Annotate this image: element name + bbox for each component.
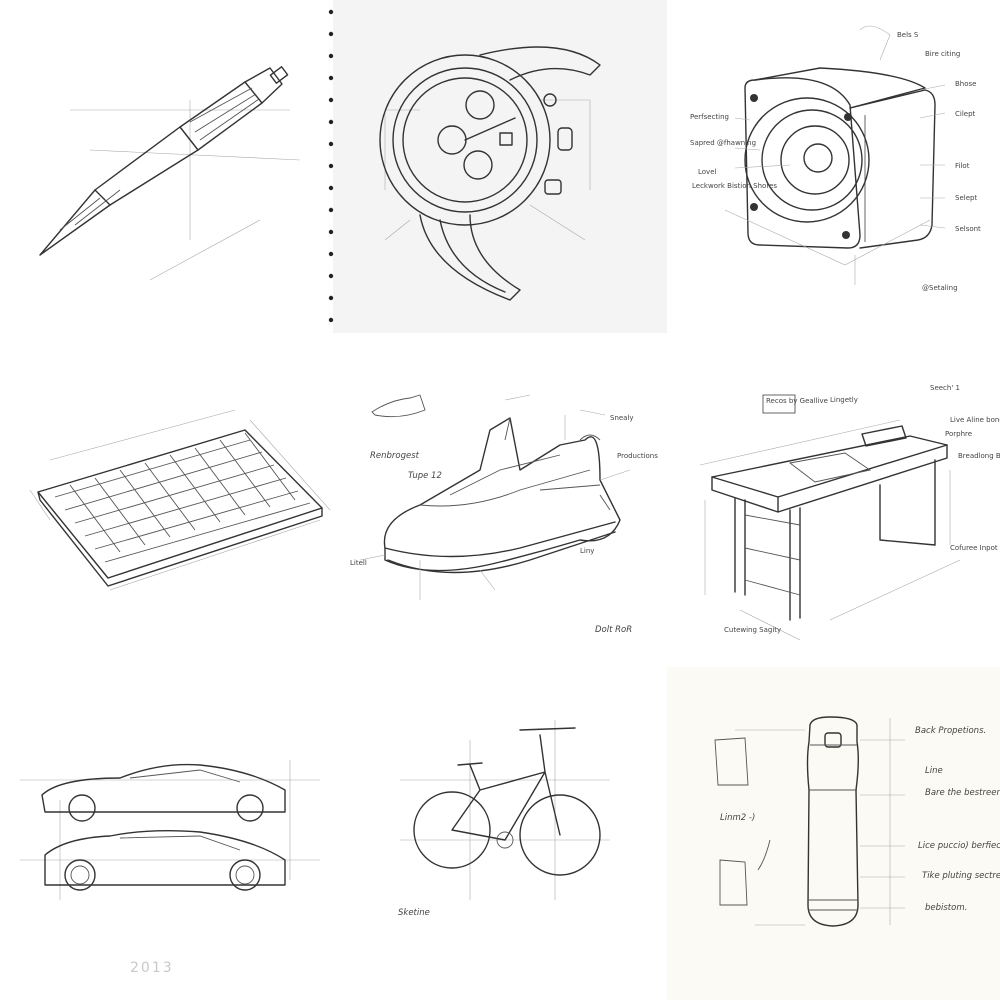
desk-label: Recos by Geallive	[766, 397, 828, 405]
speaker-label: Bels S	[897, 31, 919, 39]
sneaker-label: Productions	[617, 452, 658, 460]
desk-label: Seech' 1	[930, 384, 960, 392]
watch-sketch	[379, 46, 601, 301]
speaker-label: Selsont	[955, 225, 981, 233]
watch-paper	[333, 0, 667, 333]
signature: Sketine	[398, 908, 430, 918]
sneaker-label: Liny	[580, 547, 594, 555]
speaker-label: Lovel	[698, 168, 717, 176]
bottle-label: Linm2 -)	[720, 813, 755, 823]
bottle-label: Line	[925, 766, 943, 776]
desk-label: Lingetly	[830, 396, 858, 404]
bottle-label: Lice puccio) berfiect	[918, 841, 1000, 851]
speaker-label: Selept	[955, 194, 977, 202]
speaker-label: Sapred @fhawning	[690, 139, 756, 147]
sneaker-label: Litell	[350, 559, 367, 567]
speaker-label: Bire citing	[925, 50, 960, 58]
speaker-label: Filot	[955, 162, 970, 170]
desk-label: Porphre	[945, 430, 972, 438]
desk-label: Cofuree Inpot	[950, 544, 998, 552]
sneaker-label: Snealy	[610, 414, 634, 422]
bottle-label: Tike pluting sectred.	[922, 871, 1000, 881]
speaker-label: Perfsecting	[690, 113, 729, 121]
pen-sketch	[39, 66, 301, 281]
cars-sketch: 2013	[20, 760, 320, 976]
bottle-sketch: Back Propetions. Line Bare the bestreent…	[714, 716, 1000, 927]
bottle-label: Back Propetions.	[915, 726, 986, 736]
desk-label: Breadlong Bine	[958, 452, 1000, 460]
bottle-label: bebistom.	[925, 903, 967, 913]
desk-label: Live Aline bong woeen 3	[950, 416, 1000, 424]
speaker-label: Leckwork Bistion Shores	[692, 182, 777, 190]
speaker-label: Bhose	[955, 80, 976, 88]
bottle-label: Bare the bestreent for sets.	[925, 788, 1000, 798]
sneaker-label: Tupe 12	[408, 471, 442, 481]
desk-sketch: Recos by Geallive Lingetly Seech' 1 Live…	[699, 384, 1000, 641]
sneaker-sketch: Renbrogest Tupe 12 Snealy Productions Li…	[350, 394, 658, 635]
sneaker-label: Dolt RoR	[595, 625, 632, 635]
year-label: 2013	[130, 960, 174, 976]
bicycle-sketch: Sketine	[398, 720, 610, 918]
spiral-binding	[328, 9, 334, 323]
desk-label: Cutewing Sagity	[724, 626, 781, 634]
bottle-paper	[667, 667, 1000, 1000]
speaker-label: Cilept	[955, 110, 976, 118]
sneaker-label: Renbrogest	[370, 451, 420, 461]
speaker-sketch: Bels S Bire citing Bhose Cilept Filot Se…	[690, 25, 981, 292]
speaker-label: @Setaling	[922, 284, 958, 292]
keyboard-sketch	[29, 409, 331, 591]
